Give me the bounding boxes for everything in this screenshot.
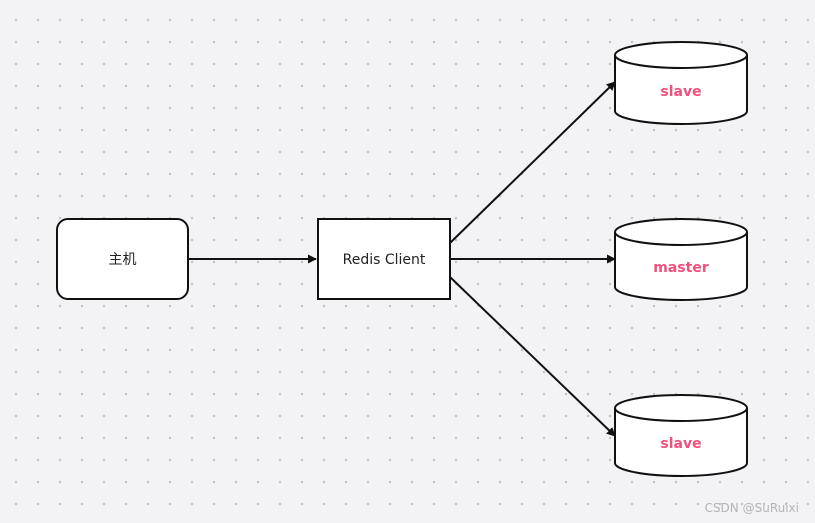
database-label: slave (660, 84, 701, 100)
database-label: master (653, 260, 709, 276)
database-master[interactable]: master (614, 218, 748, 301)
redis-client-node[interactable]: Redis Client (317, 218, 451, 300)
arrow-client-to-slave-top (449, 81, 616, 244)
host-node[interactable]: 主机 (56, 218, 189, 300)
host-label: 主机 (109, 252, 137, 268)
database-slave-bottom[interactable]: slave (614, 394, 748, 477)
arrow-client-to-slave-bottom (449, 276, 616, 437)
watermark: CSDN @SuRuixi (704, 501, 799, 515)
database-label: slave (660, 436, 701, 452)
redis-client-label: Redis Client (343, 252, 426, 268)
database-slave-top[interactable]: slave (614, 41, 748, 125)
